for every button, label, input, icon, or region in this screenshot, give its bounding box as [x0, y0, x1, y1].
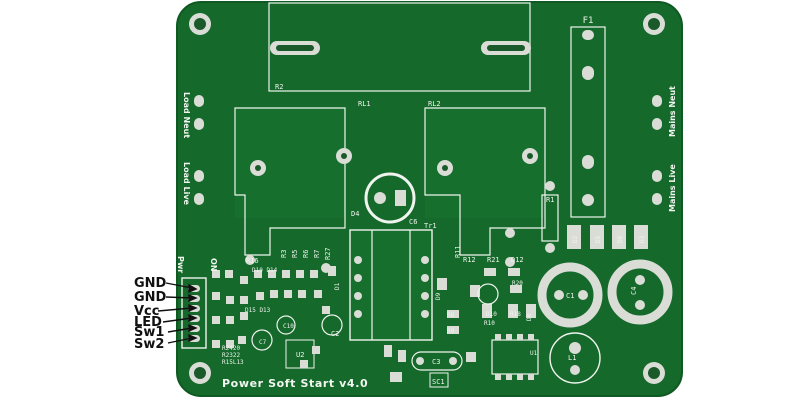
f1-fuse-footprint: [570, 26, 606, 218]
r18-label: R18: [510, 311, 521, 318]
d10-label: D10: [486, 311, 497, 318]
r2-resistor-footprint: [268, 2, 531, 92]
annotation-pin-1: GND: [134, 276, 167, 291]
d6-label: D6: [617, 235, 624, 243]
c7-label: C7: [259, 339, 267, 346]
u2-label: U2: [296, 351, 304, 359]
rl2-relay-footprint: [424, 107, 546, 267]
r2-label: R2: [275, 83, 283, 91]
c3-capacitor-footprint: [411, 351, 463, 371]
d3-label: D3: [639, 235, 646, 243]
r9-label: R9: [447, 328, 455, 335]
annotation-pin-5: Sw1: [134, 325, 164, 340]
r5-label: R5: [291, 250, 299, 258]
cluster2-label: R2322: [222, 352, 240, 359]
r21-label: R21: [487, 256, 500, 264]
r11-label: R11: [454, 245, 462, 258]
mains-live-label: Mains Live: [668, 164, 677, 212]
f1-label: F1: [583, 16, 594, 26]
small-capacitors: [251, 283, 499, 351]
r3-label: R3: [280, 250, 288, 258]
smd-pads-right: [384, 268, 536, 382]
mains-neut-label: Mains Neut: [668, 86, 677, 137]
annotation-arrows: [157, 282, 198, 344]
mounting-holes: [189, 13, 665, 384]
c1-label: C1: [566, 292, 574, 300]
d1-label: D1: [334, 282, 341, 290]
rl2-label: RL2: [428, 100, 441, 108]
on-label: ON: [209, 258, 218, 272]
r6-label: R6: [302, 250, 310, 258]
d2-label: D2: [572, 235, 579, 243]
pwr-label: Pwr: [176, 256, 185, 273]
bridge-diodes: [567, 225, 648, 249]
d8-label: D8: [526, 313, 533, 321]
u1-label: U1: [530, 350, 538, 357]
c1-capacitor-footprint: [537, 262, 603, 328]
annotation-pin-4: LED: [134, 315, 162, 330]
smd-pads-left: [212, 266, 336, 354]
r27-label: R27: [324, 247, 332, 260]
cluster5-label: D15 D13: [245, 307, 271, 314]
d5-label: D5: [595, 235, 602, 243]
annotation-pin-6: Sw2: [134, 337, 164, 352]
r7-label: R7: [313, 250, 321, 258]
d12-label: D12: [511, 256, 524, 264]
annotation-pin-2: GND: [134, 290, 167, 305]
d9-label: D9: [435, 292, 442, 300]
terminal-pads: [194, 95, 662, 205]
annotation-pin-3: Vcc: [134, 304, 159, 319]
r1-label: R1: [546, 196, 554, 204]
cluster1-label: R2420: [222, 345, 240, 352]
sc1-footprint: [429, 372, 449, 388]
board-title: Power Soft Start v4.0: [222, 377, 368, 390]
load-neut-label: Load Neut: [182, 92, 191, 138]
r12-label: R12: [463, 256, 476, 264]
annotation-labels: GND GND Vcc LED Sw1 Sw2: [134, 276, 167, 352]
r10-label: R10: [484, 320, 495, 327]
c6-label: C6: [409, 218, 417, 226]
u1-ic-footprint: [491, 334, 539, 380]
cluster4-label: D10 D14: [252, 267, 278, 274]
r8-label: R8: [447, 312, 455, 319]
c2-label: C2: [331, 330, 339, 338]
cluster3-label: R15L13: [222, 359, 244, 366]
sc1-label: SC1: [432, 378, 445, 386]
load-live-label: Load Live: [182, 162, 191, 206]
copper-pour: [235, 108, 545, 340]
c6-capacitor-footprint: [364, 172, 416, 224]
l1-inductor-footprint: [549, 332, 601, 384]
d4-label: D4: [351, 210, 359, 218]
tr1-label: Tr1: [424, 222, 437, 230]
r20-label: R20: [512, 280, 523, 287]
tr1-transformer-footprint: [349, 229, 433, 341]
rl1-label: RL1: [358, 100, 371, 108]
c4-label: C4: [630, 287, 638, 295]
r1-resistor-footprint: [541, 181, 559, 253]
c10-label: C10: [283, 323, 294, 330]
r16-label: R16: [246, 257, 259, 265]
c3-label: C3: [432, 358, 440, 366]
c4-capacitor-footprint: [607, 259, 673, 325]
l1-label: L1: [568, 354, 576, 362]
